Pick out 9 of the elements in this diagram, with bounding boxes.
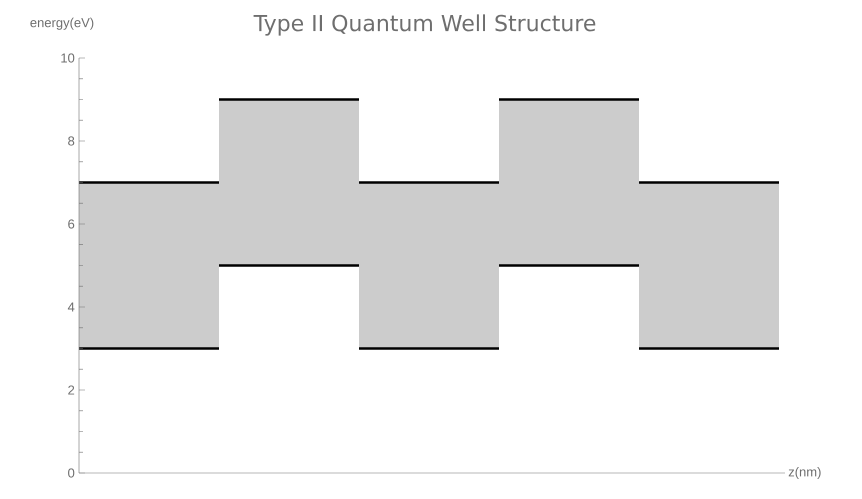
tick-label: 10: [61, 53, 74, 63]
tick-label: 0: [68, 468, 74, 478]
tick-label: 2: [68, 385, 74, 395]
axis-title: z(nm): [788, 466, 821, 480]
tick-label: 6: [68, 219, 74, 229]
tick-label: 8: [68, 136, 74, 146]
axis-title: energy(eV): [30, 18, 94, 30]
chart-title: Type II Quantum Well Structure: [254, 14, 596, 36]
tick-label: 4: [68, 302, 74, 312]
